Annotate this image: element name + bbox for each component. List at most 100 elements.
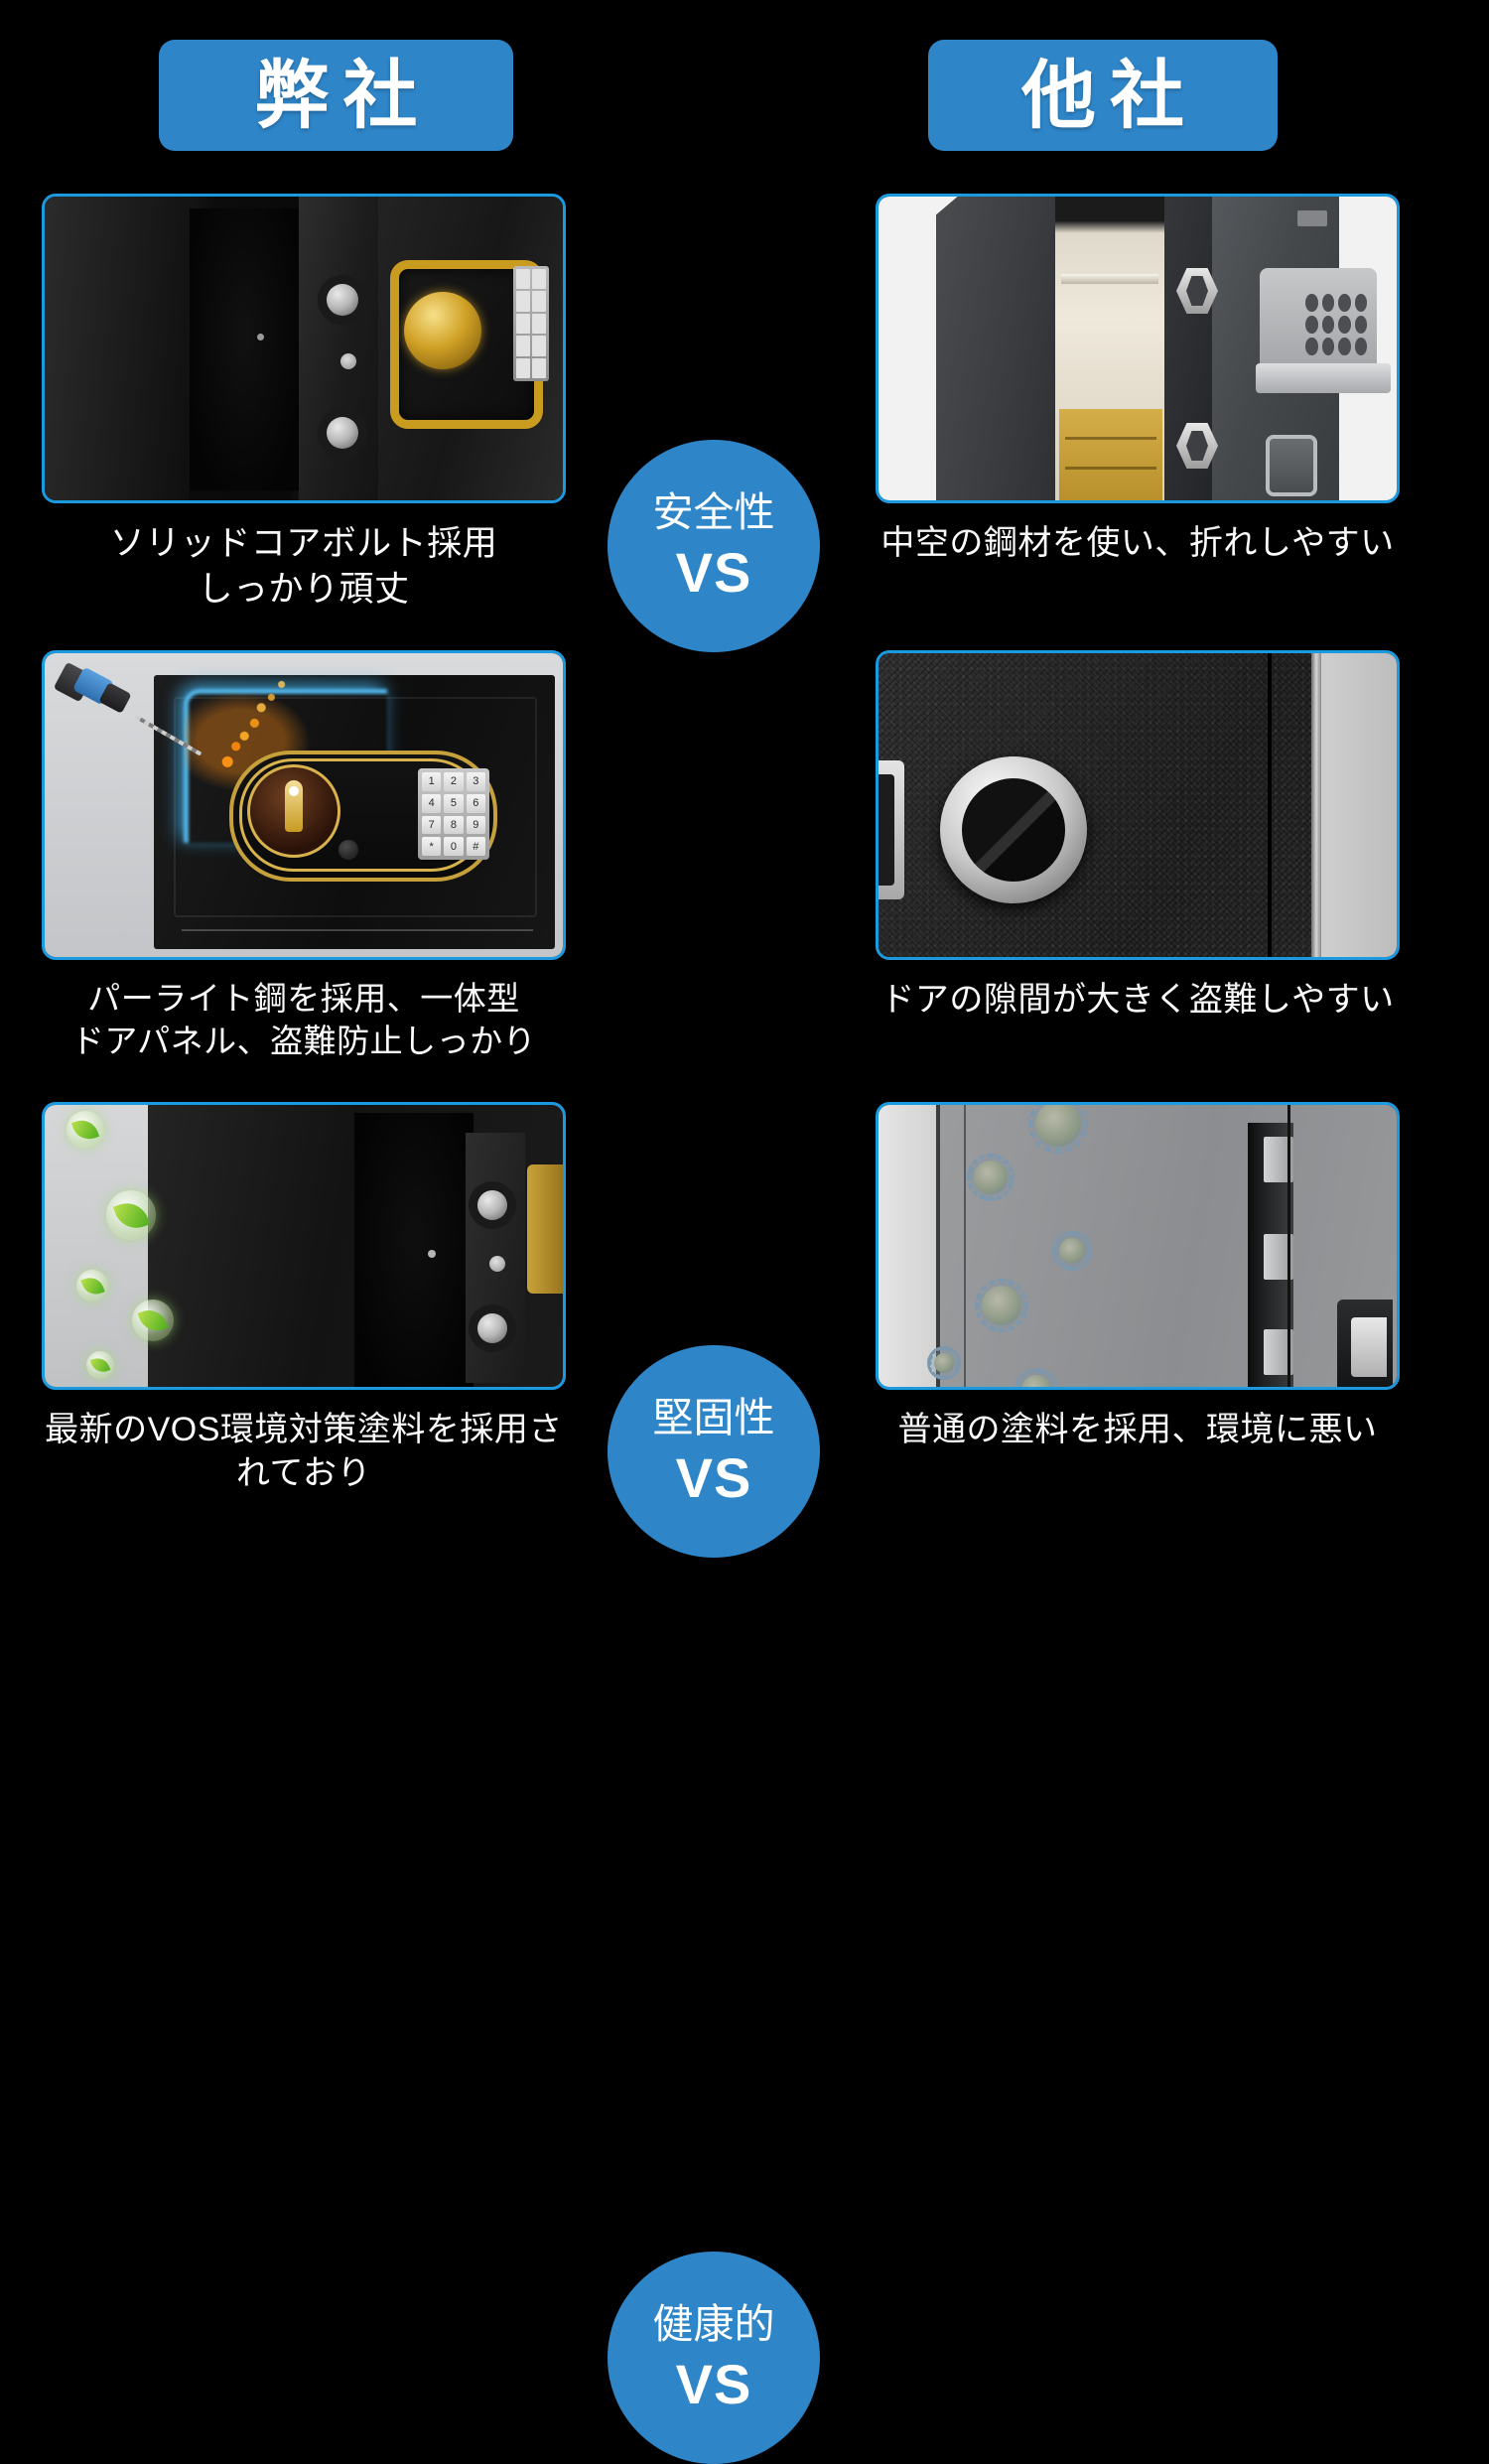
door-latch (1337, 1300, 1393, 1387)
keypad-key (532, 313, 546, 335)
panel-ours-2: 1 2 3 4 5 6 7 8 9 * 0 # パーライト鋼を採用、一体型 ドア… (42, 650, 566, 1063)
germ-icon (1052, 1231, 1092, 1271)
hinge-pin (1287, 1105, 1290, 1387)
side-button (879, 760, 904, 899)
caption-other-health: 普通の塗料を採用、環境に悪い (897, 1411, 1378, 1448)
keypad-key (516, 336, 530, 356)
keypad-key-5: 5 (444, 793, 464, 813)
photo-other-safety (876, 194, 1400, 503)
safe-outer-door (936, 197, 1055, 500)
safe-cavity (354, 1113, 474, 1387)
header-row: 弊社 他社 (0, 0, 1489, 184)
photo-other-health (876, 1102, 1400, 1390)
germ-icon (1015, 1368, 1058, 1387)
caption-other-safety: 中空の鋼材を使い、折れしやすい (880, 524, 1395, 562)
keypad-key (1305, 316, 1318, 334)
keyhole (285, 780, 303, 832)
keypad-key (1321, 294, 1334, 312)
panel-other-3: 普通の塗料を採用、環境に悪い (876, 1102, 1400, 1451)
eco-leaf-icon (106, 1190, 156, 1240)
safe-inner-edge (174, 697, 537, 917)
reset-button (338, 840, 358, 860)
keypad-key (532, 291, 546, 312)
photo-other-strength (876, 650, 1400, 960)
keypad-key (1354, 316, 1367, 334)
indicator-dot (428, 1250, 436, 1258)
gold-lock-edge (527, 1164, 563, 1294)
caption-ours-health: 最新のVOS環境対策塗料を採用されており (45, 1411, 563, 1493)
comparison-row-2: 1 2 3 4 5 6 7 8 9 * 0 # パーライト鋼を採用、一体型 ドア… (0, 640, 1489, 1558)
background-panel (1321, 653, 1397, 957)
door-latch (1266, 435, 1317, 496)
badge-other-label: 他社 (1020, 53, 1198, 137)
chrome-lock-ring (940, 756, 1087, 903)
photo-background (879, 1105, 1397, 1387)
keypad-key (1338, 316, 1351, 334)
eco-leaf-icon (132, 1300, 174, 1341)
vs-label-safety: 安全性 (652, 488, 775, 535)
interior-shelf (1061, 274, 1158, 284)
comparison-row-3: 最新のVOS環境対策塗料を採用されており 健康的 VS (0, 1092, 1489, 2464)
vs-badge-safety: 安全性 VS (608, 440, 820, 652)
screw (489, 1256, 505, 1272)
keypad-panel (513, 266, 549, 381)
keypad-key (1354, 294, 1367, 312)
eco-leaf-icon (67, 1111, 104, 1149)
keypad-key (516, 291, 530, 312)
keypad-key-4: 4 (422, 793, 442, 813)
keypad-key (1354, 338, 1367, 355)
numeric-keypad: 1 2 3 4 5 6 7 8 9 * 0 # (418, 768, 489, 860)
vs-label-strength: 堅固性 (652, 1394, 775, 1440)
keypad-key (532, 357, 546, 378)
panel-edge (879, 1105, 936, 1387)
drill-icon (53, 661, 144, 723)
keypad-key-hash: # (466, 837, 485, 856)
hinge-assembly (1248, 1105, 1293, 1387)
safe-door-edge (299, 197, 378, 500)
badge-ours-label: 弊社 (254, 53, 432, 137)
indicator-dot (257, 334, 264, 341)
comparison-row-1: ソリッドコアボルト採用 しっかり頑丈 安全性 VS (0, 184, 1489, 652)
photo-ours-health (42, 1102, 566, 1390)
vs-badge-health: 健康的 VS (608, 2252, 820, 2464)
keypad-key (1338, 338, 1351, 355)
solid-bolt-top (327, 284, 358, 316)
keypad-key (1305, 294, 1318, 312)
caption-ours-strength: パーライト鋼を採用、一体型 ドアパネル、盗難防止しっかり (70, 980, 537, 1059)
badge-other: 他社 (928, 40, 1278, 151)
keypad-key (1305, 338, 1318, 355)
germ-icon (1028, 1105, 1088, 1154)
safe-body (45, 197, 190, 500)
keypad-key-6: 6 (466, 793, 485, 813)
gold-bars (1059, 409, 1162, 500)
photo-ours-safety (42, 194, 566, 503)
keypad-key-8: 8 (444, 815, 464, 835)
keypad-key (516, 313, 530, 335)
keypad-dots (1305, 294, 1367, 355)
keypad-key-0: 0 (444, 837, 464, 856)
panel-seam (964, 1105, 966, 1387)
keypad-key-2: 2 (444, 772, 464, 791)
keypad-key (1338, 294, 1351, 312)
screw (340, 353, 356, 369)
vs-word-health: VS (675, 2352, 752, 2415)
keypad-key-9: 9 (466, 815, 485, 835)
keypad-key (516, 269, 530, 290)
germ-icon (975, 1279, 1028, 1332)
keypad-key (516, 357, 530, 378)
door-gap (1268, 653, 1272, 957)
keypad-key-1: 1 (422, 772, 442, 791)
brand-logo (1297, 210, 1327, 226)
eco-leaf-icon (76, 1270, 108, 1301)
panel-seam (936, 1105, 940, 1387)
keypad-key (1321, 316, 1334, 334)
keypad-key-3: 3 (466, 772, 485, 791)
keypad-key (532, 269, 546, 290)
panel-ours-3: 最新のVOS環境対策塗料を採用されており (42, 1102, 566, 1495)
gold-lock-knob (404, 292, 481, 369)
door-handle (1256, 363, 1391, 393)
vs-word-safety: VS (675, 540, 752, 604)
caption-ours-safety: ソリッドコアボルト採用 しっかり頑丈 (109, 524, 498, 609)
solid-bolt-bottom (327, 417, 358, 449)
caption-other-strength: ドアの隙間が大きく盗難しやすい (880, 981, 1395, 1019)
